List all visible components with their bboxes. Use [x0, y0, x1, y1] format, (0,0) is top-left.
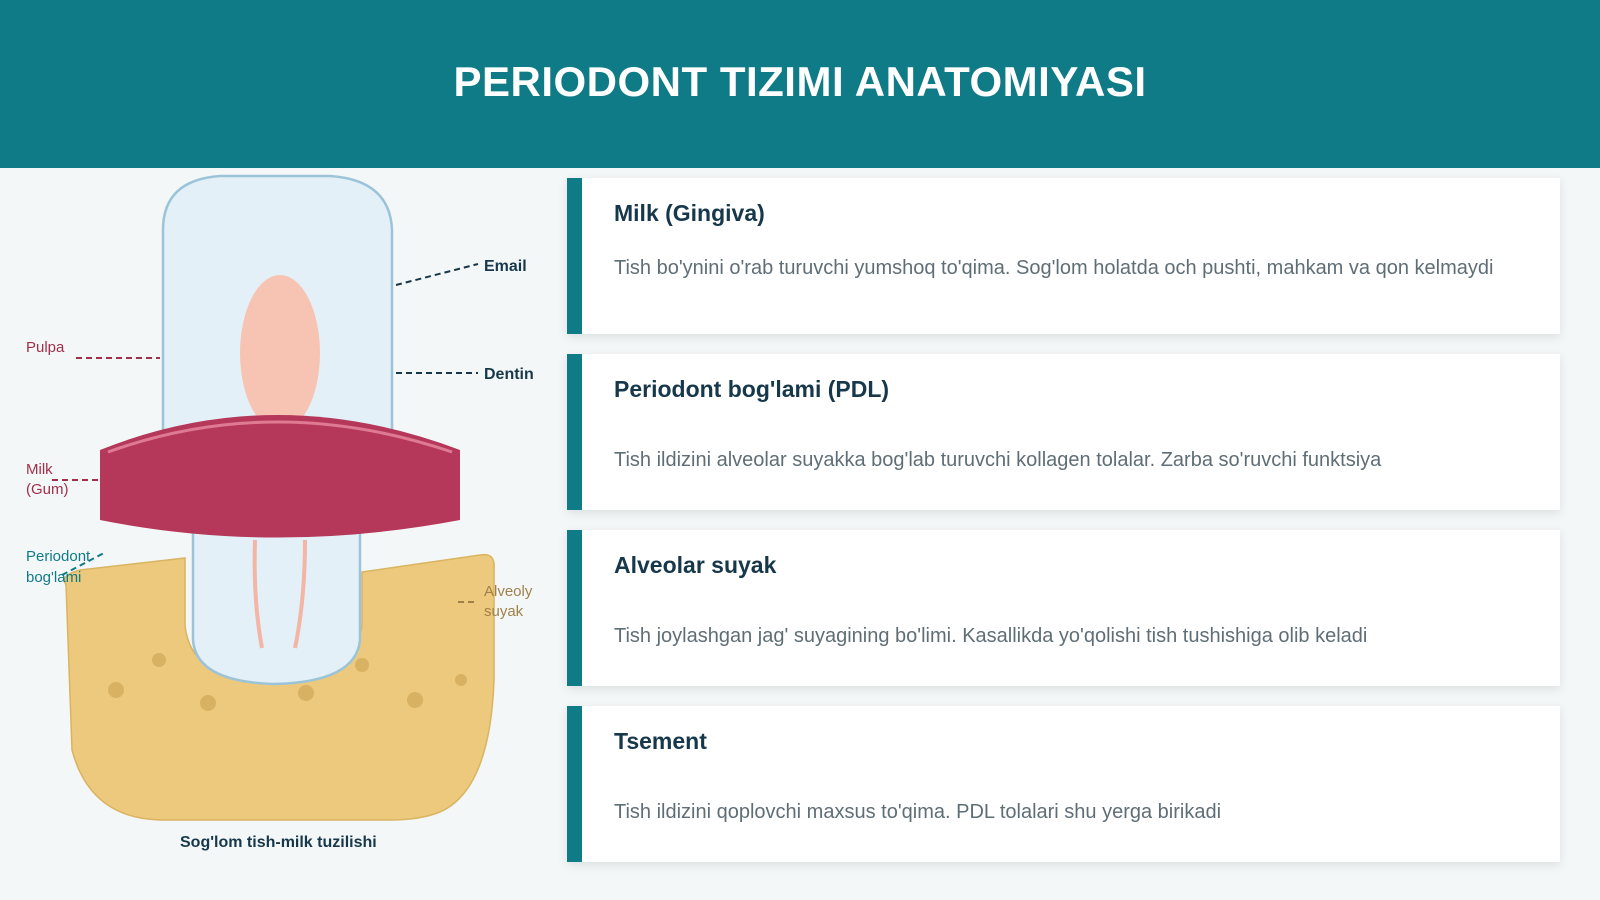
pulp-shape — [240, 275, 320, 431]
info-card-gingiva: Milk (Gingiva) Tish bo'ynini o'rab turuv… — [567, 178, 1560, 334]
tooth-diagram: Email Dentin Pulpa Milk (Gum) Periodont … — [0, 168, 560, 900]
page-title: PERIODONT TIZIMI ANATOMIYASI — [453, 58, 1147, 105]
root-canal-left — [252, 539, 264, 649]
info-card-alveolar-bone: Alveolar suyak Tish joylashgan jag' suya… — [567, 530, 1560, 686]
tooth-diagram-svg: Email Dentin Pulpa Milk (Gum) Periodont … — [26, 174, 534, 821]
card-description: Tish joylashgan jag' suyagining bo'limi.… — [614, 625, 1368, 647]
card-title: Alveolar suyak — [614, 552, 777, 578]
alveolar-bone-shape — [63, 553, 495, 821]
gum-shape — [100, 415, 460, 538]
root-canal-right — [293, 539, 307, 649]
card-description: Tish ildizini qoplovchi maxsus to'qima. … — [614, 801, 1222, 823]
card-title: Tsement — [614, 728, 707, 754]
bone-texture-dots — [108, 653, 467, 711]
label-pulpa: Pulpa — [26, 339, 65, 356]
gum-highlight — [107, 420, 453, 454]
label-email: Email — [484, 258, 527, 275]
email-leader-line — [395, 263, 479, 286]
periodont-leader-line — [61, 552, 105, 576]
diagram-caption: Sog'lom tish-milk tuzilishi — [180, 834, 377, 851]
header-bar: PERIODONT TIZIMI ANATOMIYASI — [0, 0, 1600, 168]
card-title: Periodont bog'lami (PDL) — [614, 376, 890, 402]
card-description: Tish ildizini alveolar suyakka bog'lab t… — [614, 449, 1382, 471]
label-milk-line1: Milk — [26, 461, 53, 478]
label-periodont-line2: bog'lami — [26, 569, 81, 586]
label-periodont-line1: Periodont — [26, 548, 91, 565]
info-card-list: Milk (Gingiva) Tish bo'ynini o'rab turuv… — [567, 178, 1560, 882]
tooth-root-shape — [191, 528, 362, 686]
info-card-pdl: Periodont bog'lami (PDL) Tish ildizini a… — [567, 354, 1560, 510]
info-card-cementum: Tsement Tish ildizini qoplovchi maxsus t… — [567, 706, 1560, 862]
card-title: Milk (Gingiva) — [614, 200, 765, 226]
label-alveoly-line2: suyak — [484, 603, 524, 620]
label-milk-line2: (Gum) — [26, 481, 69, 498]
label-alveoly-line1: Alveoly — [484, 583, 533, 600]
label-dentin: Dentin — [484, 366, 534, 383]
card-description: Tish bo'ynini o'rab turuvchi yumshoq to'… — [614, 257, 1494, 279]
